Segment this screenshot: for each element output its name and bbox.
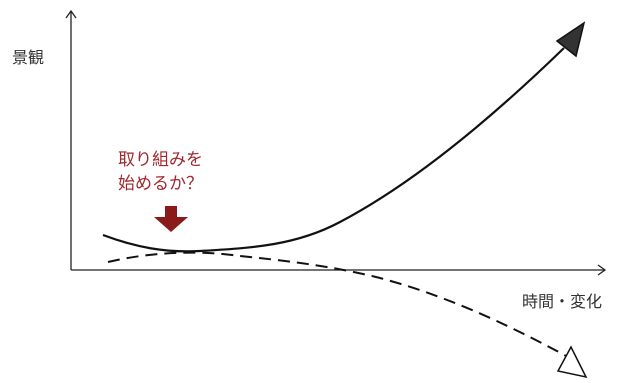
down-arrow-icon bbox=[154, 206, 188, 232]
declining-trend-curve bbox=[107, 251, 569, 358]
rising-trend-curve bbox=[102, 47, 565, 253]
rising-arrowhead bbox=[555, 21, 586, 58]
y-axis-arrowhead bbox=[65, 9, 77, 19]
callout-line-1: 取り組みを bbox=[118, 150, 203, 170]
callout-text: 取り組みを 始めるか？ bbox=[118, 148, 203, 196]
x-axis-arrowhead bbox=[597, 264, 607, 276]
x-axis-label: 時間・変化 bbox=[522, 292, 603, 311]
y-axis-label: 景観 bbox=[12, 48, 45, 67]
callout-line-2: 始めるか？ bbox=[118, 174, 203, 194]
declining-arrowhead bbox=[556, 345, 588, 379]
